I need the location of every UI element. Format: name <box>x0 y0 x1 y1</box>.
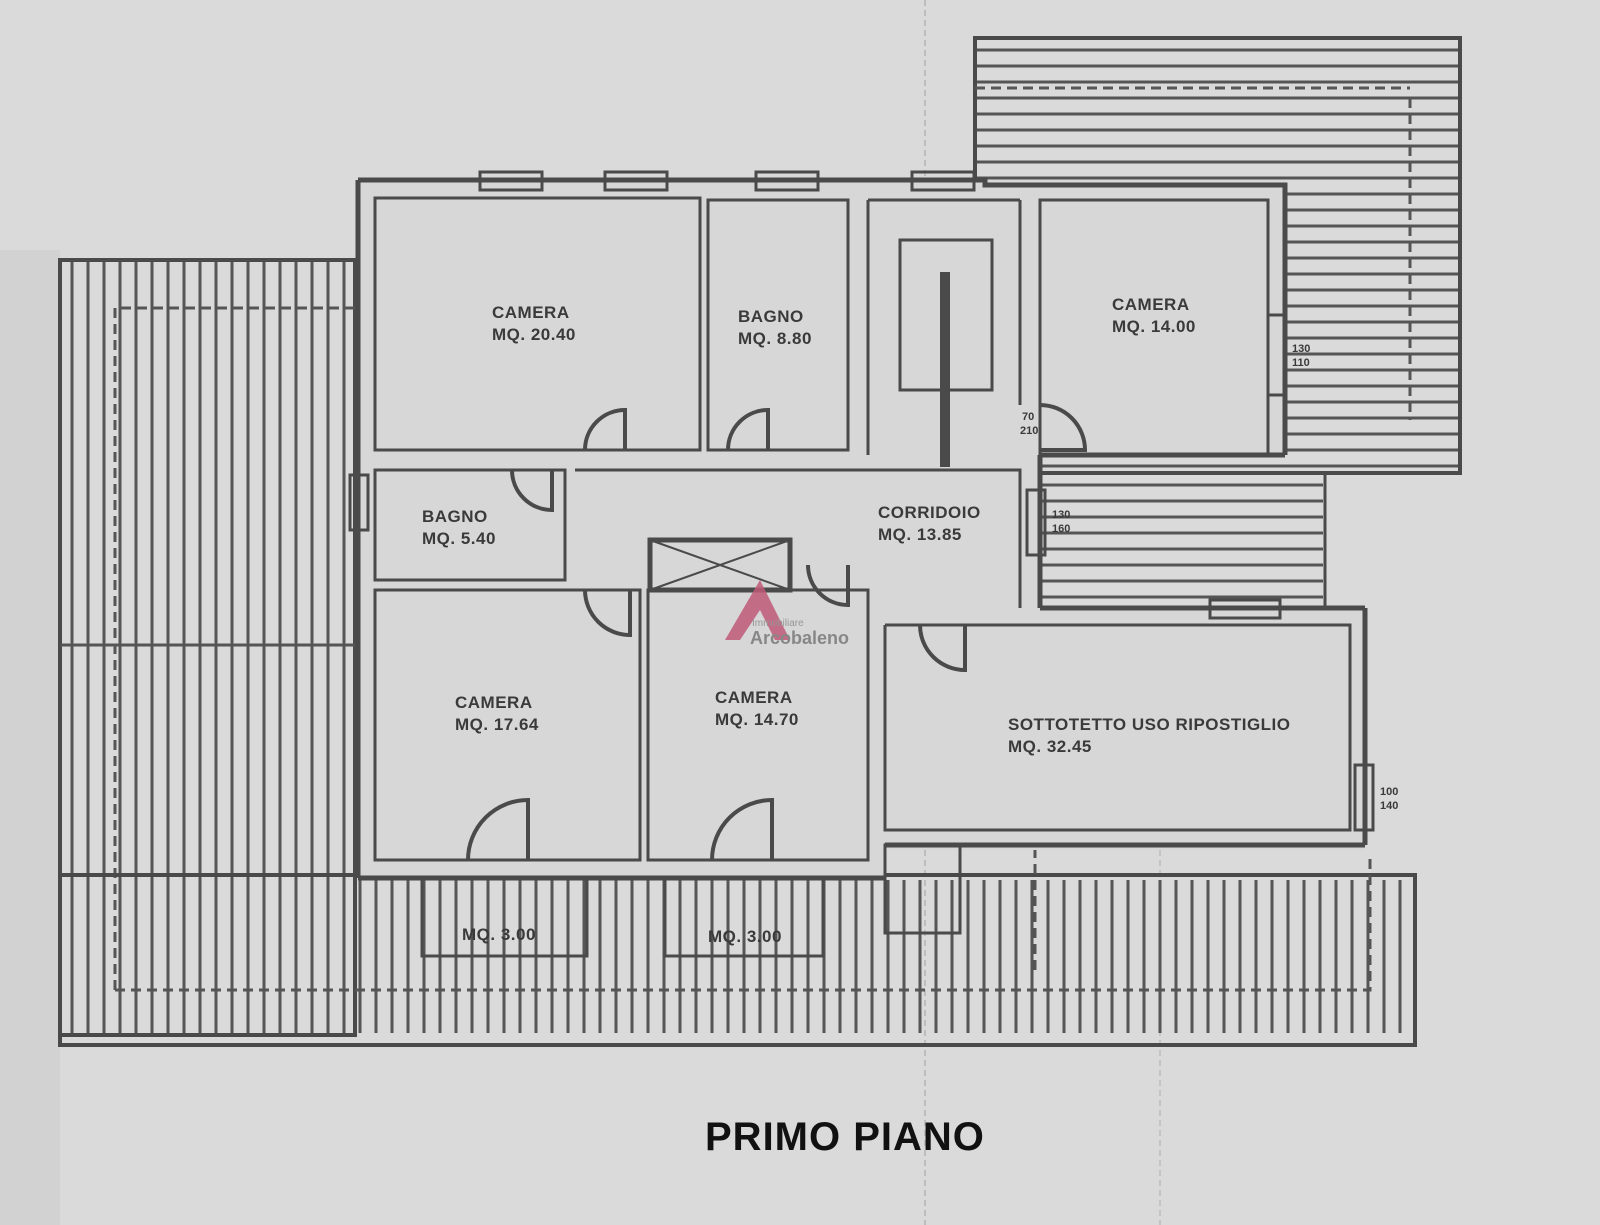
room-area: MQ. 3.00 <box>708 927 782 946</box>
watermark: Immobiliare Arcobaleno <box>725 580 849 648</box>
building <box>348 170 1375 958</box>
room-bagno-1: BAGNO MQ. 8.80 <box>738 307 812 348</box>
room-area: MQ. 17.64 <box>455 715 539 734</box>
room-name: CAMERA <box>492 303 570 322</box>
dim-window-camera-2: 130 110 <box>1292 343 1310 369</box>
room-area: MQ. 5.40 <box>422 529 496 548</box>
room-corridoio: CORRIDOIO MQ. 13.85 <box>878 503 981 544</box>
room-name: BAGNO <box>738 307 804 326</box>
room-camera-4: CAMERA MQ. 14.70 <box>715 688 799 729</box>
room-area: MQ. 14.00 <box>1112 317 1196 336</box>
dim-top: 70 <box>1022 411 1034 423</box>
watermark-brand: Arcobaleno <box>750 628 849 648</box>
room-name: CAMERA <box>715 688 793 707</box>
room-name: BAGNO <box>422 507 488 526</box>
room-camera-1: CAMERA MQ. 20.40 <box>492 303 576 344</box>
room-name: CORRIDOIO <box>878 503 981 522</box>
room-camera-2: CAMERA MQ. 14.00 <box>1112 295 1196 336</box>
balcony-1: MQ. 3.00 <box>462 925 536 944</box>
watermark-top: Immobiliare <box>752 618 804 629</box>
dim-door-camera-2: 70 210 <box>1020 411 1038 437</box>
dim-top: 130 <box>1052 509 1070 521</box>
room-area: MQ. 14.70 <box>715 710 799 729</box>
room-area: MQ. 3.00 <box>462 925 536 944</box>
left-terrace <box>58 258 357 1037</box>
room-sottotetto: SOTTOTETTO USO RIPOSTIGLIO MQ. 32.45 <box>1008 715 1291 756</box>
arcobaleno-logo-icon <box>725 580 790 640</box>
room-area: MQ. 20.40 <box>492 325 576 344</box>
room-name: CAMERA <box>455 693 533 712</box>
room-name: SOTTOTETTO USO RIPOSTIGLIO <box>1008 715 1291 734</box>
dim-window-sottotetto: 100 140 <box>1380 786 1398 812</box>
dim-top: 100 <box>1380 786 1398 798</box>
dim-top: 130 <box>1292 343 1310 355</box>
dim-bottom: 140 <box>1380 800 1398 812</box>
dim-bottom: 210 <box>1020 425 1038 437</box>
balcony-2: MQ. 3.00 <box>708 927 782 946</box>
dim-window-corridoio: 130 160 <box>1052 509 1070 535</box>
room-area: MQ. 8.80 <box>738 329 812 348</box>
middle-terrace <box>1038 471 1327 610</box>
room-bagno-2: BAGNO MQ. 5.40 <box>422 507 496 548</box>
room-name: CAMERA <box>1112 295 1190 314</box>
room-area: MQ. 13.85 <box>878 525 962 544</box>
dim-bottom: 110 <box>1292 357 1310 369</box>
plan-title: PRIMO PIANO <box>705 1115 985 1159</box>
room-area: MQ. 32.45 <box>1008 737 1092 756</box>
dim-bottom: 160 <box>1052 523 1070 535</box>
room-camera-3: CAMERA MQ. 17.64 <box>455 693 539 734</box>
